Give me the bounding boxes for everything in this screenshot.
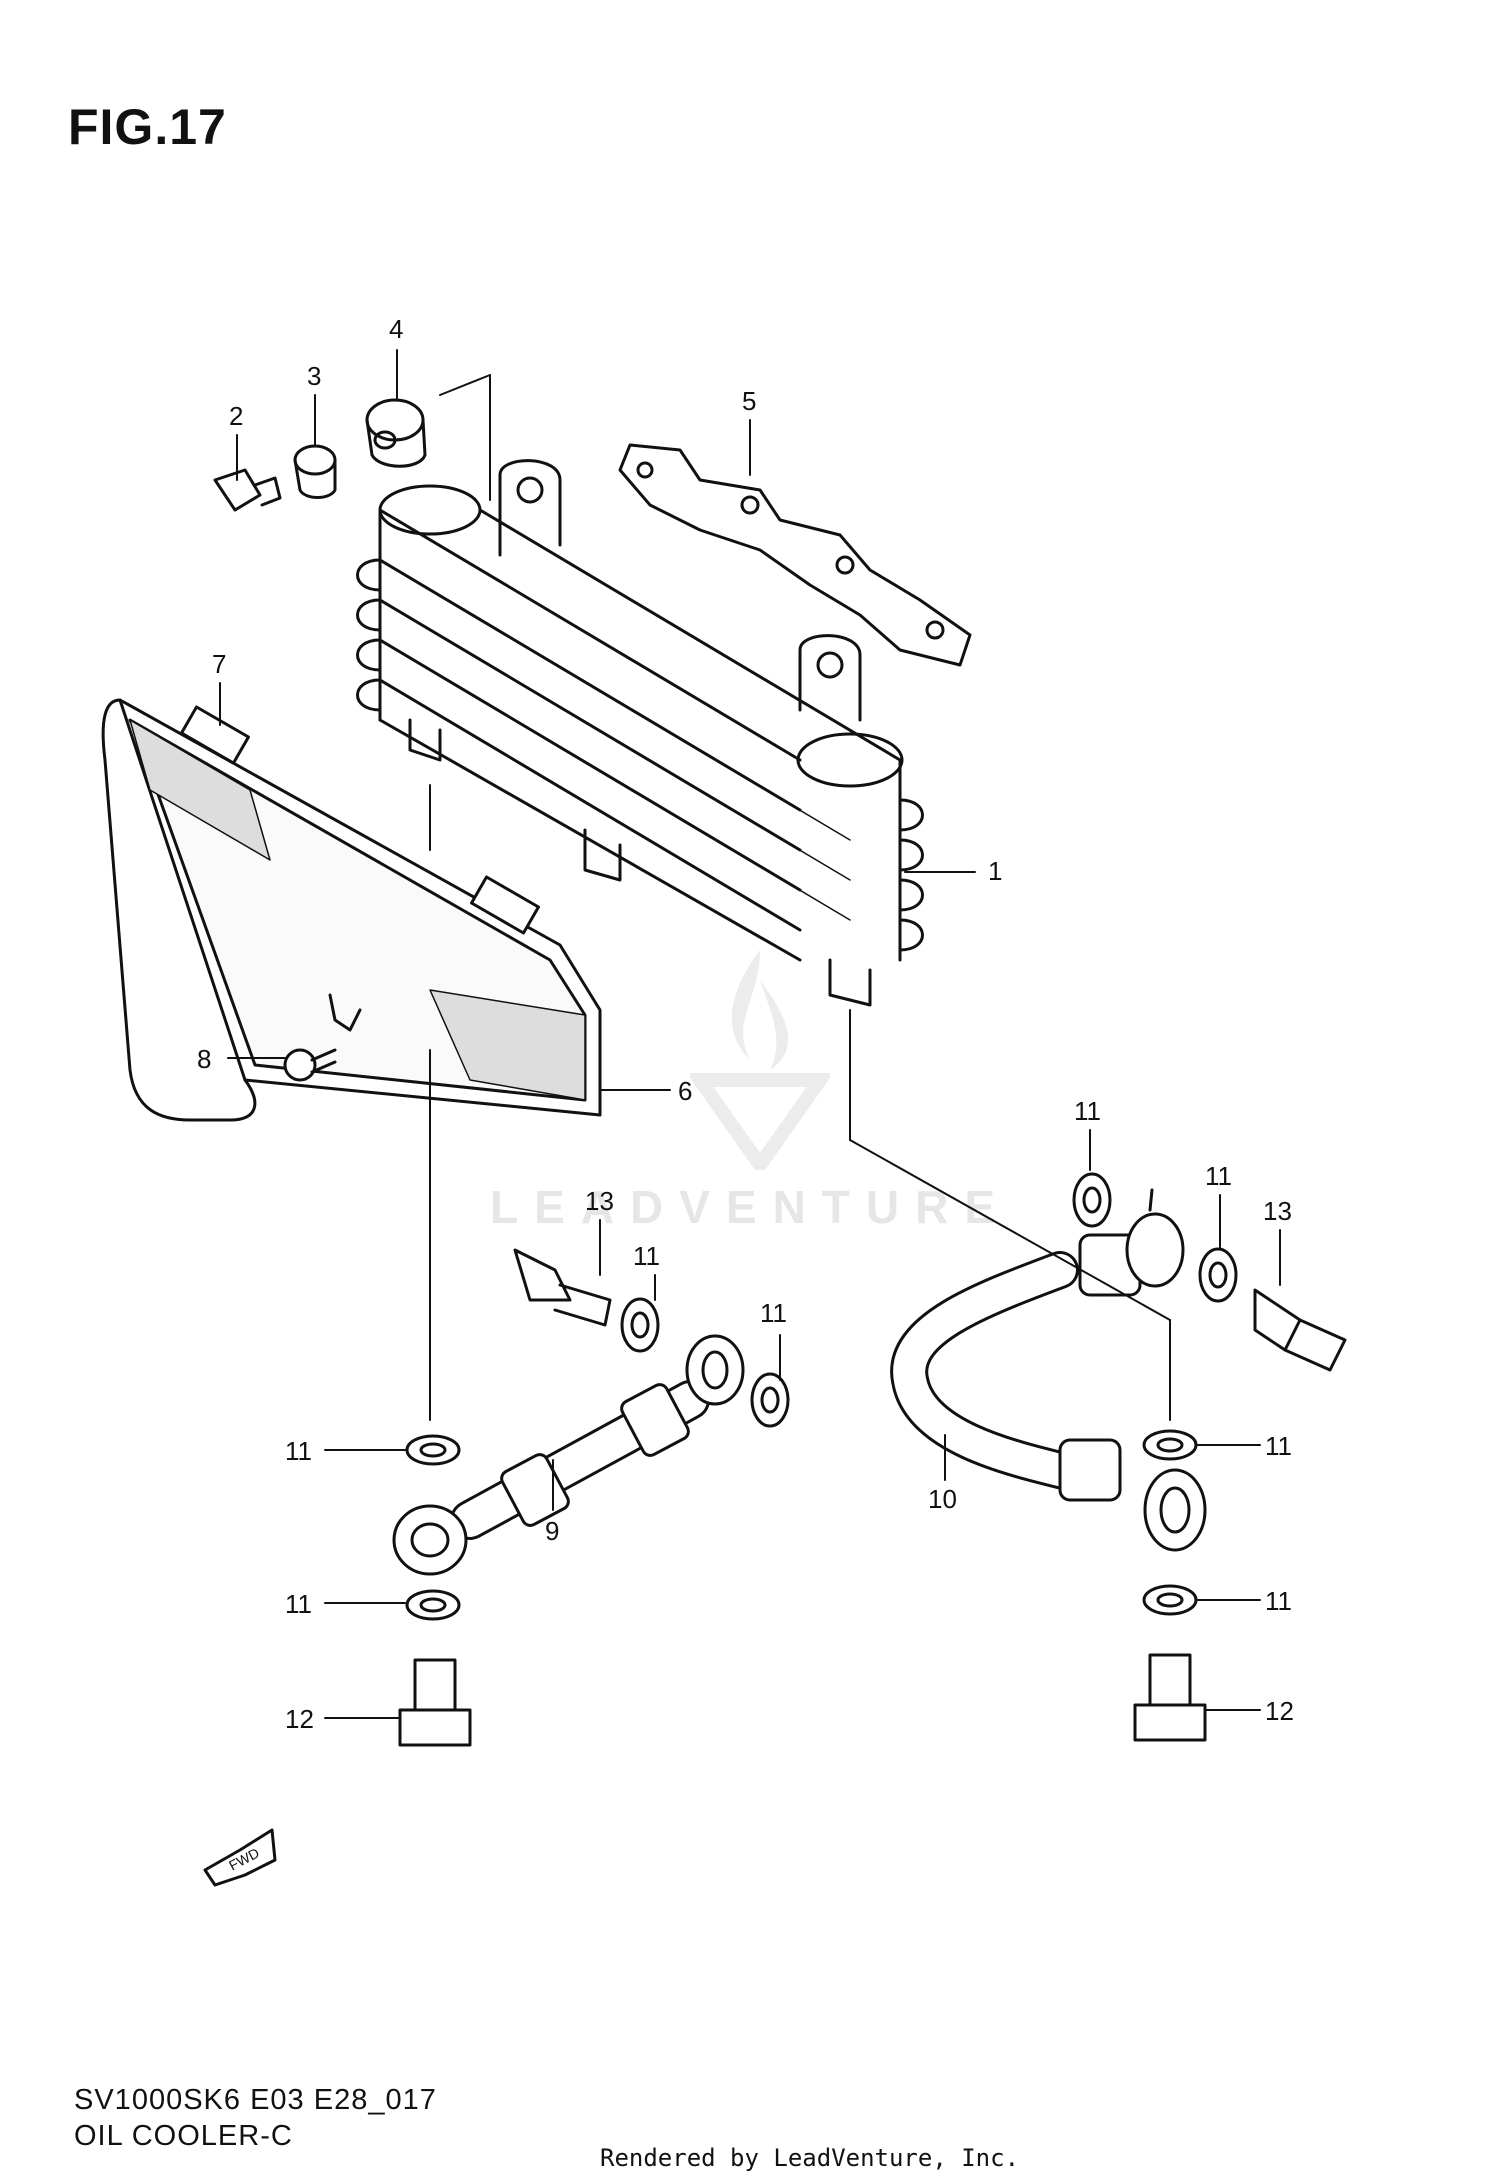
callout-11-d: 11 <box>760 1298 787 1328</box>
mounting-bolt <box>213 468 282 512</box>
figure-name: OIL COOLER-C <box>74 2120 293 2152</box>
union-bolts <box>398 1248 1347 1747</box>
leader-lines <box>219 349 1281 1719</box>
callout-11-f: 11 <box>1205 1161 1232 1191</box>
oil-hose-right <box>890 1188 1207 1552</box>
callout-11-c: 11 <box>633 1241 660 1271</box>
callout-11-h: 11 <box>1265 1586 1292 1616</box>
callout-10: 10 <box>928 1484 957 1514</box>
rendered-by-credit: Rendered by LeadVenture, Inc. <box>600 2144 1020 2172</box>
figure-title: FIG.17 <box>68 99 227 155</box>
callout-1: 1 <box>988 856 1002 886</box>
mounting-bracket <box>618 443 972 667</box>
callout-11-g: 11 <box>1265 1431 1292 1461</box>
callout-5: 5 <box>742 386 756 416</box>
callout-3: 3 <box>307 361 321 391</box>
callout-8: 8 <box>197 1044 211 1074</box>
collar <box>293 444 337 499</box>
watermark-logo-icon <box>690 950 830 1170</box>
figure-code: SV1000SK6 E03 E28_017 <box>74 2084 437 2116</box>
washers <box>405 1172 1238 1621</box>
callout-4: 4 <box>389 314 403 344</box>
callout-12-a: 12 <box>285 1704 314 1734</box>
cooler-grille-net <box>101 698 602 1122</box>
callout-11-e: 11 <box>1074 1096 1101 1126</box>
fwd-arrow-icon: FWD <box>203 1828 277 1887</box>
callout-11-b: 11 <box>285 1589 312 1619</box>
callout-labels: 1 2 3 4 5 6 7 8 9 10 11 11 11 11 11 11 1… <box>197 314 1294 1734</box>
callout-6: 6 <box>678 1076 692 1106</box>
cushion <box>365 398 427 468</box>
callout-7: 7 <box>212 649 226 679</box>
callout-12-b: 12 <box>1265 1696 1294 1726</box>
callout-11-a: 11 <box>285 1436 312 1466</box>
callout-13-b: 13 <box>1263 1196 1292 1226</box>
callout-13-a: 13 <box>585 1186 614 1216</box>
oil-cooler-core <box>356 459 924 1007</box>
oil-hose-left <box>392 1334 745 1576</box>
watermark-text: LEADVENTURE <box>490 1181 1012 1233</box>
callout-2: 2 <box>229 401 243 431</box>
screw <box>283 1048 337 1082</box>
callout-9: 9 <box>545 1516 559 1546</box>
